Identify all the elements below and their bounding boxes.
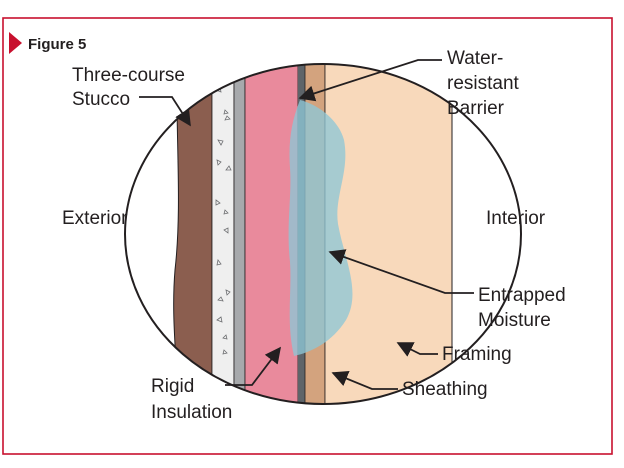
figure-label: Figure 5 xyxy=(28,36,86,53)
exterior-label: Exterior xyxy=(62,208,128,229)
insulation-leader xyxy=(225,346,281,386)
wrb-label-line3: Barrier xyxy=(447,98,505,119)
wrb-label-line1: Water- xyxy=(447,48,503,69)
stucco-base-coat xyxy=(211,64,235,404)
section-circle xyxy=(124,63,522,405)
figure-border xyxy=(2,17,613,455)
framing-leader xyxy=(396,342,438,357)
insulation-label-line1: Rigid xyxy=(151,376,194,397)
framing-label: Framing xyxy=(442,344,512,365)
framing-layer xyxy=(324,64,453,404)
moisture-leader xyxy=(328,249,474,294)
stucco-label-line1: Three-course xyxy=(72,65,185,86)
sheathing-leader xyxy=(331,371,398,390)
sheathing-label: Sheathing xyxy=(402,379,488,400)
wall-layers xyxy=(125,64,521,404)
lath-layer xyxy=(233,64,246,404)
leader-lines xyxy=(139,59,474,390)
stucco-label-line2: Stucco xyxy=(72,89,130,110)
stucco-leader xyxy=(139,96,191,127)
stucco-texture xyxy=(215,86,232,386)
entrapped-moisture-area xyxy=(288,100,353,356)
interior-label: Interior xyxy=(486,208,546,229)
figure-tag-marker xyxy=(9,32,22,54)
moisture-label-line2: Moisture xyxy=(478,310,551,331)
moisture-label-line1: Entrapped xyxy=(478,285,566,306)
wrb-leader xyxy=(298,59,442,102)
insulation-label-line2: Insulation xyxy=(151,402,232,423)
wrb-label-line2: resistant xyxy=(447,73,520,94)
